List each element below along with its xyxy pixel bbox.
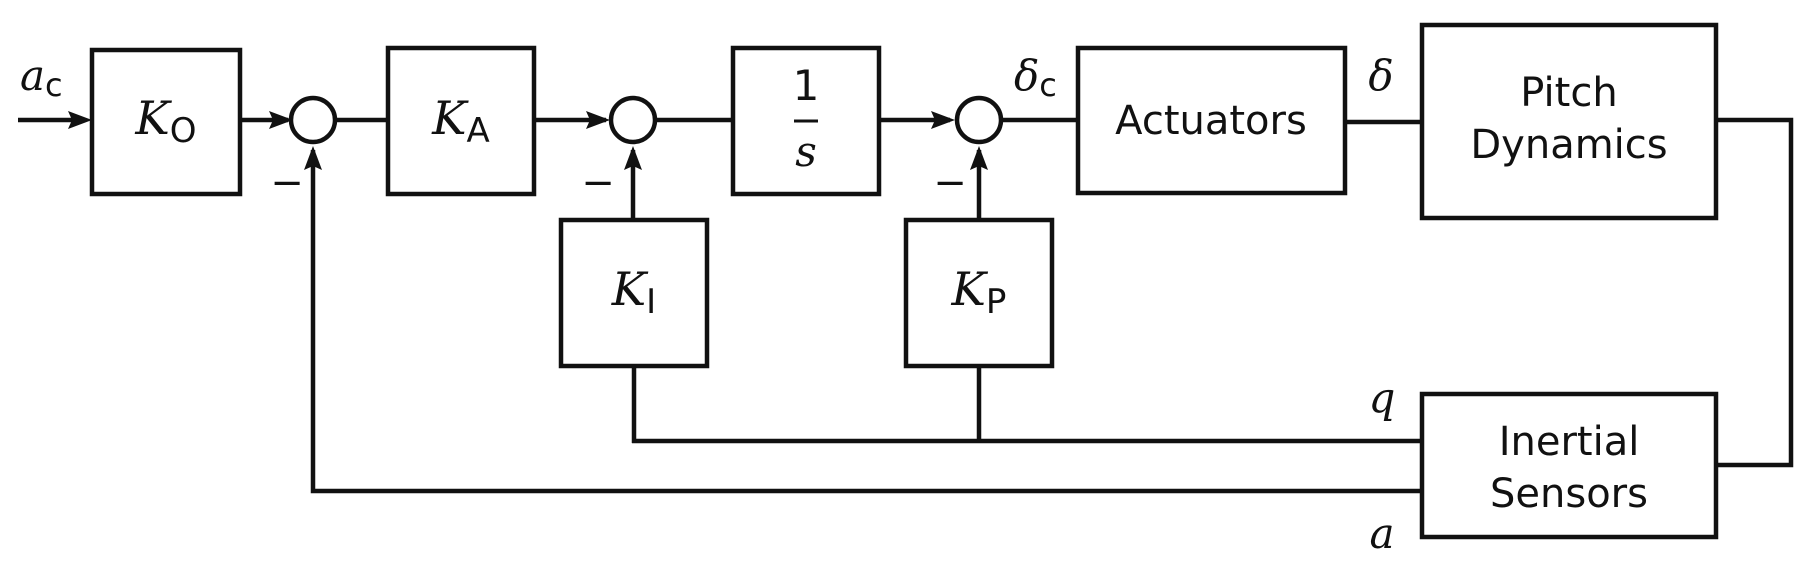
actuators-block [1075, 45, 1348, 196]
kp-block [903, 217, 1055, 369]
pitch-dynamics-line2: Dynamics [1470, 122, 1667, 168]
signal-a-label: a [1369, 509, 1394, 558]
kp-label: KP [951, 262, 1007, 322]
sum2-minus-sign: − [581, 160, 615, 206]
ki-to-sum2-arrowhead [624, 146, 642, 170]
ko-block [89, 47, 243, 197]
inertial-sensors-block [1419, 391, 1719, 540]
inertial-sensors-line2: Sensors [1490, 471, 1648, 517]
actuators-label: Actuators [1115, 98, 1307, 144]
integrator-denominator: s [795, 127, 817, 176]
summing-junction-3 [954, 95, 1004, 145]
ko-to-sum1-arrowhead [269, 111, 293, 129]
ki-block [558, 217, 710, 369]
pitch-dynamics-line1: Pitch [1520, 70, 1617, 116]
signal-ac-label: ac [20, 51, 63, 104]
inertial-sensors-line1: Inertial [1499, 419, 1640, 465]
a-to-sum1-arrowhead [304, 146, 322, 170]
integrator-numerator: 1 [793, 61, 820, 110]
signal-q-label: q [1369, 373, 1396, 422]
sum1-minus-sign: − [270, 160, 304, 206]
a-feedback-line [310, 150, 1422, 494]
ki-label: KI [611, 262, 656, 322]
pitch-to-sensors-line [1716, 117, 1794, 468]
signal-delta-c-label: δc [1014, 51, 1057, 104]
summing-junction-1 [288, 95, 338, 145]
integrator-to-sum3-arrowhead [931, 111, 955, 129]
input-arrowhead [68, 111, 92, 129]
summing-junction-2 [608, 95, 658, 145]
ko-label: KO [134, 91, 196, 151]
ka-block [385, 45, 537, 197]
ka-to-sum2-arrowhead [586, 111, 610, 129]
signal-delta-label: δ [1368, 51, 1393, 100]
ka-label: KA [431, 91, 490, 151]
pitch-dynamics-block [1419, 22, 1719, 221]
kp-to-sum3-arrowhead [970, 146, 988, 170]
sum3-minus-sign: − [933, 160, 967, 206]
